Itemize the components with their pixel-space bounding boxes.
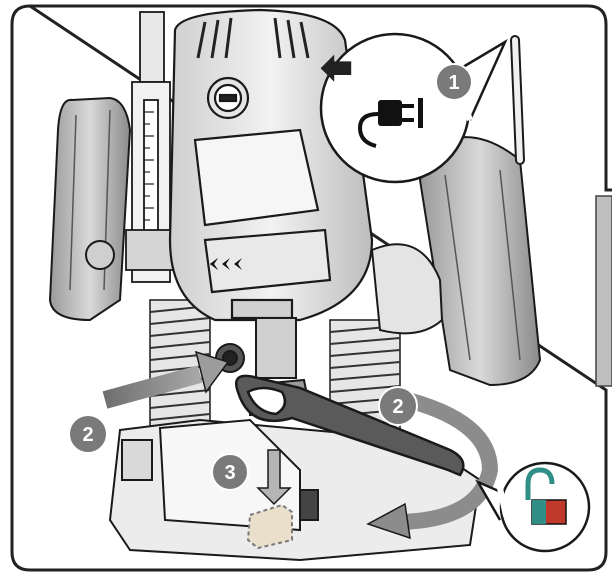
step-badge-remove-bit: 3 <box>211 453 249 491</box>
step-badge-turn-wrench: 2 <box>378 386 418 426</box>
chevrons-left-icon <box>210 258 242 270</box>
motor-housing <box>168 8 374 322</box>
step-number: 2 <box>392 396 403 418</box>
wrench <box>235 374 465 477</box>
unplug-icon <box>320 54 423 148</box>
down-arrow <box>256 449 292 506</box>
page-tab <box>595 195 612 387</box>
router-bit <box>246 503 293 550</box>
unplug-callout <box>319 32 508 184</box>
frame-border <box>10 4 612 572</box>
depth-gauge <box>125 11 177 283</box>
right-handle <box>370 136 542 387</box>
step-badge-press-lock: 2 <box>68 414 108 454</box>
step-number: 3 <box>224 462 235 484</box>
press-arrow <box>102 365 203 409</box>
step-number: 2 <box>82 424 93 446</box>
unlock-callout <box>475 461 591 553</box>
rotate-arrow <box>398 390 499 530</box>
padlock-open-icon <box>525 467 567 525</box>
step-badge-unplug: 1 <box>435 63 473 101</box>
step-number: 1 <box>448 72 459 94</box>
left-handle <box>48 96 132 322</box>
